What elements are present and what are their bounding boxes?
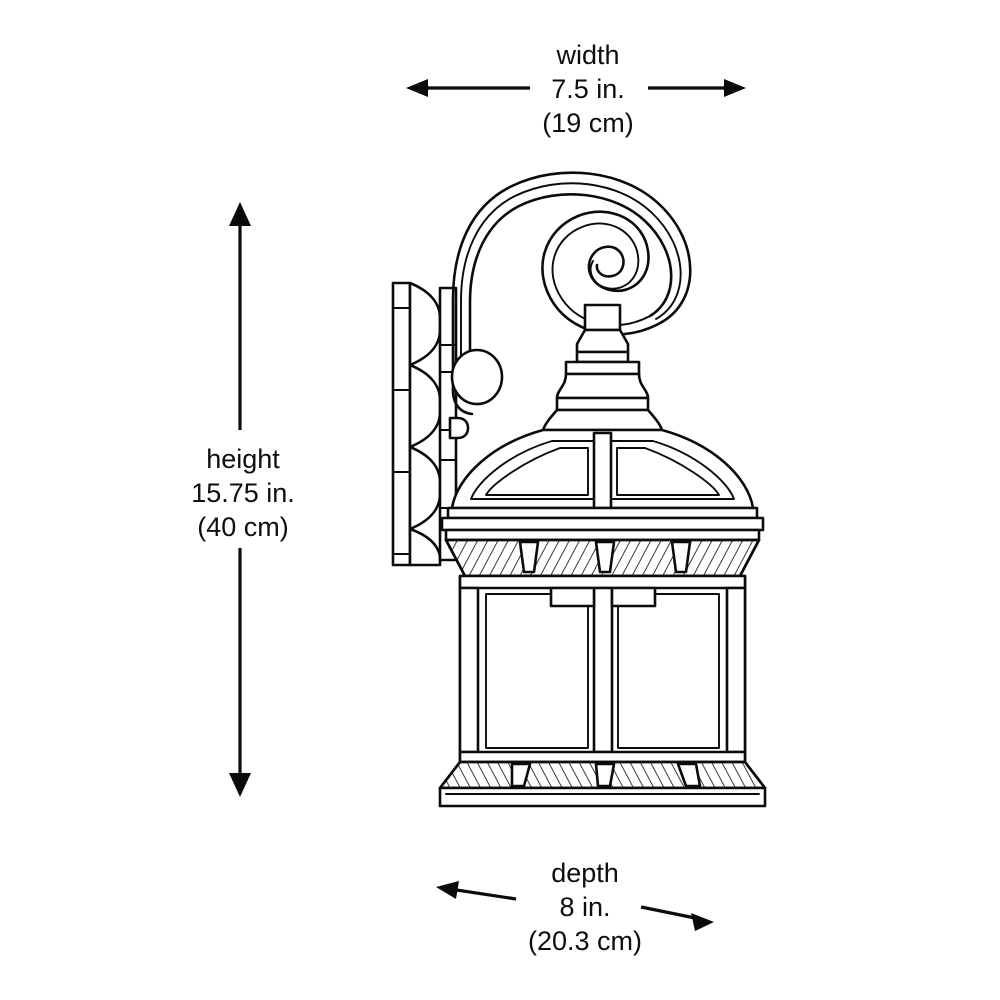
glass-body (458, 574, 747, 764)
ribbed-collar-base (438, 760, 767, 790)
height-dimension: height 15.75 in. (40 cm) (191, 202, 295, 797)
cornice-rim (440, 506, 765, 542)
width-value-imperial: 7.5 in. (551, 74, 625, 104)
depth-dimension: depth 8 in. (20.3 cm) (436, 858, 714, 956)
height-value-imperial: 15.75 in. (191, 478, 295, 508)
dome-top (450, 428, 755, 510)
wall-mount-plate (391, 281, 470, 567)
depth-value-metric: (20.3 cm) (528, 926, 642, 956)
height-label: height (206, 444, 280, 474)
depth-arrow-right (640, 905, 714, 931)
lantern-illustration (391, 171, 767, 808)
base-plinth (438, 786, 767, 808)
height-arrow-up (229, 202, 251, 430)
depth-value-imperial: 8 in. (559, 892, 610, 922)
depth-label: depth (551, 858, 619, 888)
ball-ornament (450, 348, 504, 406)
width-arrow-right (648, 79, 746, 97)
width-label: width (555, 40, 619, 70)
width-dimension: width 7.5 in. (19 cm) (406, 40, 746, 138)
width-value-metric: (19 cm) (542, 108, 634, 138)
finial-neck (541, 303, 664, 432)
width-arrow-left (406, 79, 530, 97)
height-value-metric: (40 cm) (197, 512, 289, 542)
ribbed-collar-upper (444, 538, 761, 578)
height-arrow-down (229, 548, 251, 797)
depth-arrow-left (436, 881, 517, 901)
